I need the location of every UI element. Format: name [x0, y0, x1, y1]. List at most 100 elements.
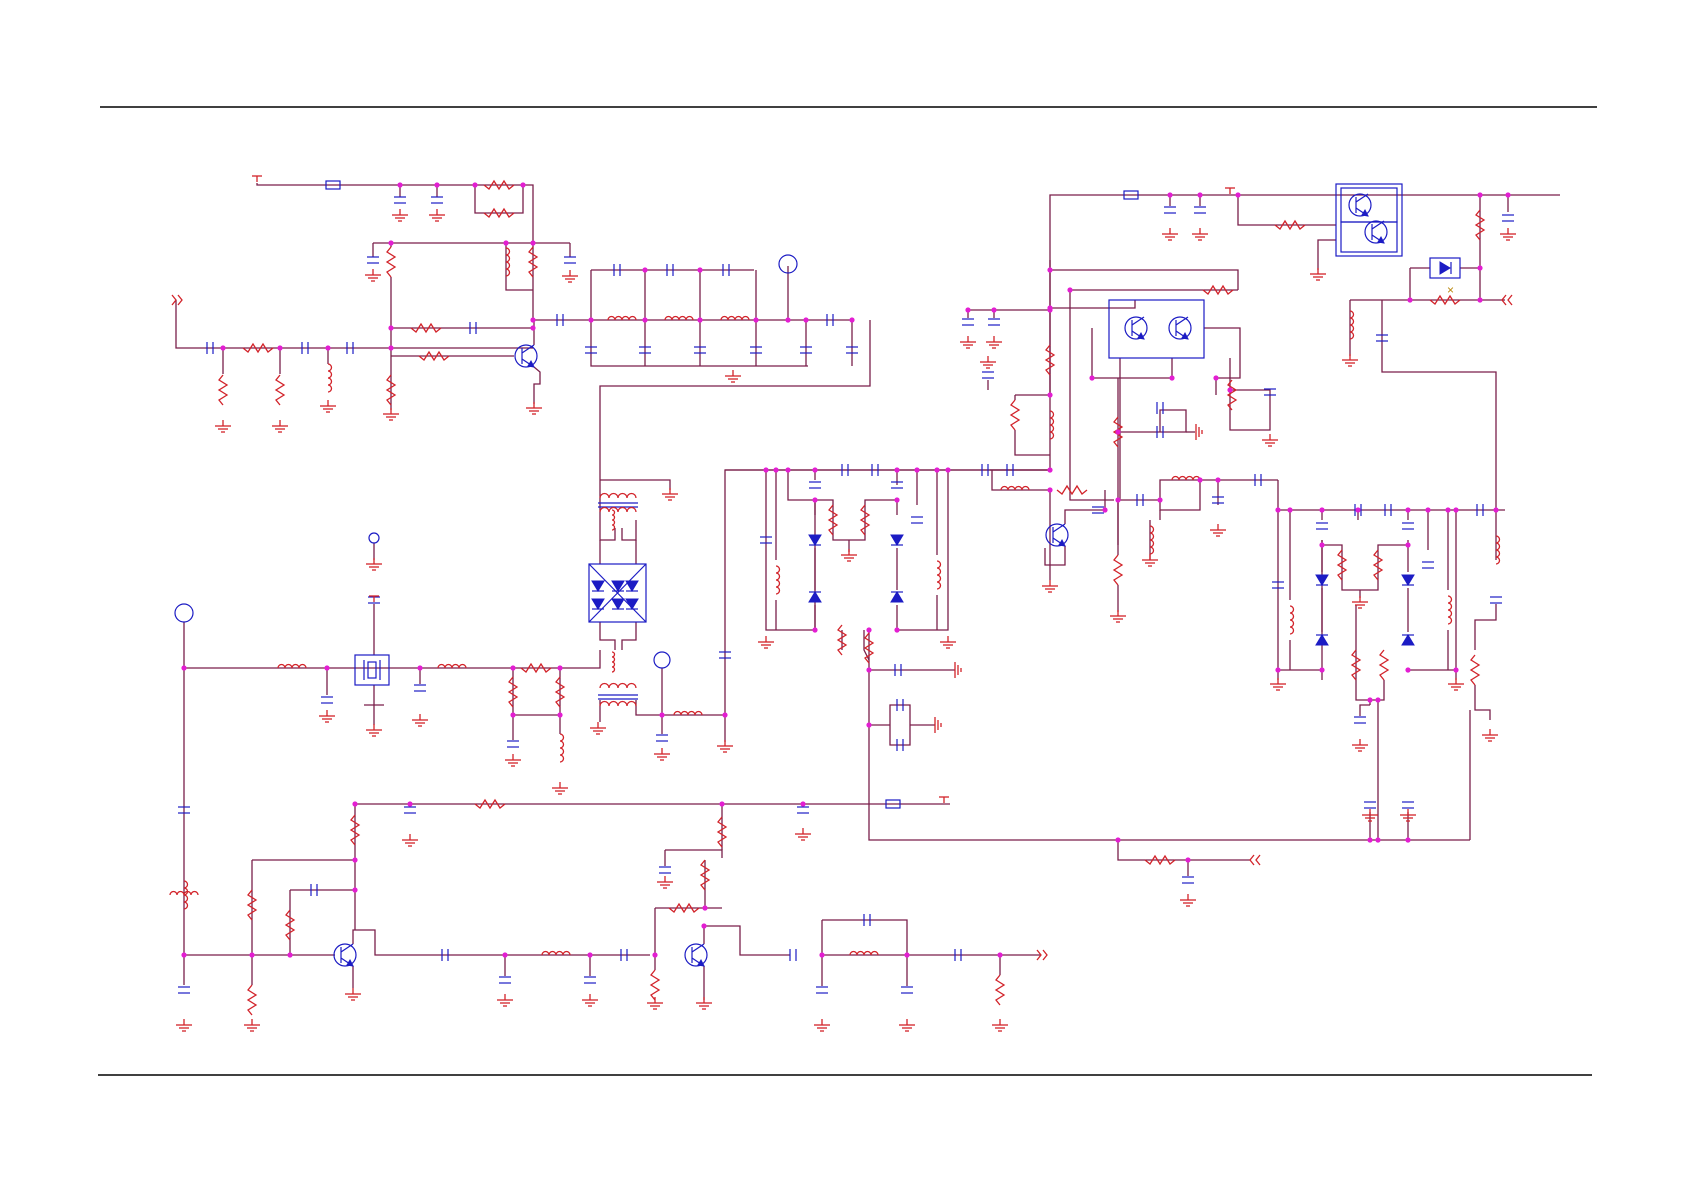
junction-dot — [397, 182, 402, 187]
junction-dot — [588, 317, 593, 322]
capacitor — [1402, 523, 1414, 529]
junction-dot — [894, 627, 899, 632]
wire-35 — [600, 622, 615, 650]
junction-dot — [1067, 287, 1072, 292]
ground-symbol — [992, 1019, 1008, 1031]
wire-64 — [353, 930, 445, 955]
junction-dot — [934, 467, 939, 472]
varactor-diode — [626, 581, 638, 591]
junction-dot — [697, 317, 702, 322]
resistor — [1228, 380, 1236, 410]
capacitor — [321, 697, 333, 703]
resistor — [651, 970, 659, 1000]
diode-triangle — [592, 581, 604, 591]
junction-dot — [352, 801, 357, 806]
wire-71 — [705, 850, 722, 858]
junction-dot — [520, 182, 525, 187]
inductor-coil — [600, 684, 636, 689]
transistor-collector — [522, 345, 534, 353]
ground-symbol — [562, 270, 578, 282]
junction-dot — [701, 923, 706, 928]
capacitor — [564, 257, 576, 263]
resistor-body — [651, 970, 659, 1000]
ground-symbol — [590, 722, 606, 734]
ground-symbol — [366, 724, 382, 736]
no-connect-mark: × — [1447, 283, 1454, 297]
ground-symbol — [1352, 596, 1368, 608]
junction-dot — [642, 317, 647, 322]
wire-94 — [815, 500, 897, 540]
wire-182 — [1475, 604, 1496, 650]
junction-dot — [324, 665, 329, 670]
inductor-coil — [328, 364, 332, 392]
varactor-diode — [891, 535, 903, 545]
diode-triangle — [626, 581, 638, 591]
ground-symbol-right — [935, 717, 941, 733]
inductor — [328, 364, 332, 392]
junction-dot — [945, 467, 950, 472]
ground-symbol — [1310, 268, 1326, 280]
junction-dot — [557, 712, 562, 717]
ground-symbol-right — [1196, 424, 1202, 440]
inductor — [600, 702, 636, 707]
ground-symbol — [725, 370, 741, 382]
varactor-diode — [809, 592, 821, 602]
ground-symbol — [272, 420, 288, 432]
wire-7 — [506, 243, 533, 290]
transistor-body — [1046, 524, 1068, 546]
capacitor — [659, 867, 671, 873]
resistor — [1380, 650, 1388, 680]
capacitor — [1354, 717, 1366, 723]
capacitor — [1164, 207, 1176, 213]
varactor-diode — [1316, 635, 1328, 645]
junction-dot — [697, 267, 702, 272]
wire-100 — [897, 470, 948, 630]
resistor-body — [219, 375, 227, 405]
ground-symbol — [244, 1019, 260, 1031]
junction-dot — [1477, 192, 1482, 197]
npn-transistor — [1046, 524, 1068, 546]
wire-164 — [1322, 545, 1408, 590]
supply-rail — [939, 797, 949, 803]
junction-dot — [1287, 507, 1292, 512]
junction-dot — [388, 325, 393, 330]
junction-dot — [510, 665, 515, 670]
junction-dot — [1047, 487, 1052, 492]
junction-dot — [388, 240, 393, 245]
port-chevron — [1256, 855, 1260, 865]
ground-symbol — [526, 402, 542, 414]
junction-dot — [1445, 507, 1450, 512]
varactor-diode — [809, 535, 821, 545]
ground-symbol — [1142, 554, 1158, 566]
wire-158 — [1278, 510, 1322, 670]
junction-dot — [812, 467, 817, 472]
wire-122 — [1382, 300, 1496, 510]
wire-113 — [1238, 195, 1336, 225]
junction-dot — [773, 467, 778, 472]
ground-symbol — [505, 754, 521, 766]
capacitor — [431, 197, 443, 203]
ground-symbol — [215, 420, 231, 432]
wire-179 — [1360, 705, 1370, 716]
ground-symbol — [986, 336, 1002, 348]
junction-dot — [965, 307, 970, 312]
capacitor — [507, 741, 519, 747]
wire-32 — [622, 520, 636, 540]
junction-dot — [1115, 429, 1120, 434]
resistor-body — [248, 985, 256, 1015]
capacitor — [982, 372, 994, 378]
junction-dot — [530, 317, 535, 322]
junction-dot — [352, 857, 357, 862]
wire-28 — [600, 320, 870, 510]
junction-dot — [1047, 267, 1052, 272]
ground-symbol — [1162, 228, 1178, 240]
junction-dot — [1453, 507, 1458, 512]
junction-dot — [1047, 307, 1052, 312]
transistor-body — [1169, 317, 1191, 339]
diode-bridge-package — [589, 564, 646, 622]
capacitor — [414, 685, 426, 691]
junction-dot — [277, 345, 282, 350]
resistor-body — [1380, 650, 1388, 680]
transistor-collector — [1053, 524, 1065, 532]
regulator-triangle — [1440, 262, 1450, 274]
